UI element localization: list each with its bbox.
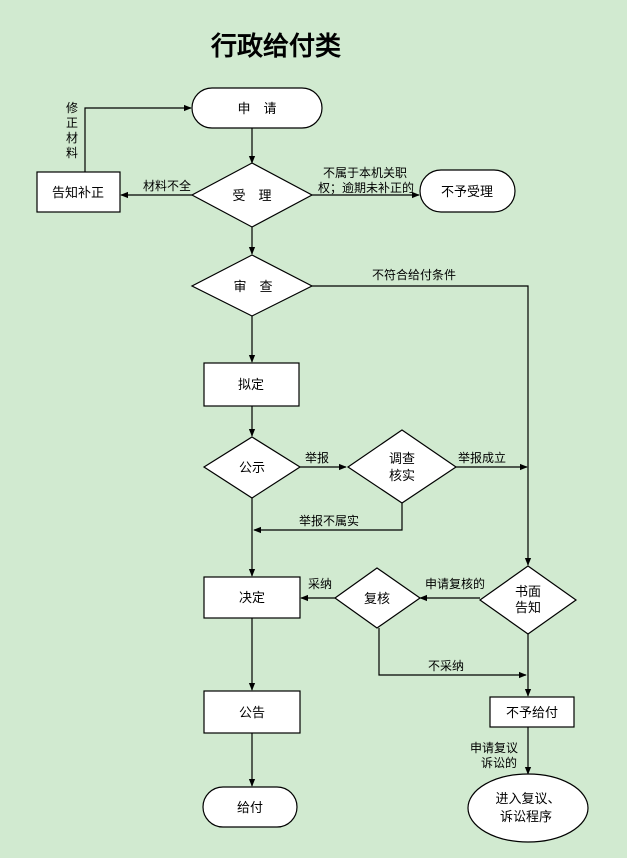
edge-label-not-qualified: 不符合给付条件 (372, 267, 456, 282)
node-review (190, 254, 314, 317)
node-written-notice-label-1: 书面 (515, 585, 541, 600)
edge-label-incomplete: 材料不全 (143, 178, 191, 193)
node-reject-accept (419, 169, 516, 213)
node-no-payment-label: 不予给付 (506, 706, 558, 721)
node-draft (203, 362, 300, 407)
edge-investigate-invalid (253, 503, 403, 534)
edge-label-report-valid: 举报成立 (458, 450, 506, 465)
node-investigate (346, 429, 458, 504)
node-announce-label: 公告 (239, 706, 265, 721)
node-investigate-label-2: 核实 (389, 469, 415, 484)
node-reject-accept-label: 不予受理 (441, 185, 493, 200)
node-appeal-label-1: 进入复议、 (495, 792, 560, 807)
edge-label-adopt: 采纳 (308, 577, 332, 591)
node-accept (190, 162, 314, 228)
edge-label-not-jurisdiction-1: 不属于本机关职 (323, 166, 407, 180)
edge-label-apply-recheck: 申请复核的 (425, 576, 485, 591)
edge-recheck-not-adopt (378, 628, 527, 679)
edge-label-revise-4: 料 (66, 146, 78, 160)
node-apply (191, 87, 323, 129)
edge-label-revise-1: 修 (66, 100, 78, 115)
node-written-notice-label-2: 告知 (515, 600, 541, 616)
node-accept-label: 受 理 (232, 189, 271, 204)
node-pay-label: 给付 (237, 801, 263, 816)
node-written-notice (478, 565, 578, 635)
node-draft-label: 拟定 (238, 378, 264, 393)
node-publicize (202, 436, 302, 499)
node-publicize-label: 公示 (239, 461, 265, 476)
edge-label-report-invalid: 举报不属实 (299, 513, 359, 528)
node-apply-label: 申 请 (237, 102, 276, 117)
node-review-label: 审 查 (233, 280, 272, 295)
node-investigate-label-1: 调查 (389, 452, 415, 467)
edge-label-apply-appeal-2: 诉讼的 (481, 755, 517, 770)
edge-revise-to-apply (84, 104, 192, 172)
node-decide-label: 决定 (239, 591, 265, 606)
node-decide (203, 576, 301, 619)
node-no-payment (489, 696, 575, 728)
node-notify-correct (36, 171, 121, 213)
node-recheck-label: 复核 (364, 592, 390, 607)
page-title: 行政给付类 (210, 31, 341, 62)
edge-label-report: 举报 (305, 450, 329, 465)
node-recheck (333, 567, 422, 629)
edge-label-revise-3: 材 (66, 131, 78, 145)
node-pay (202, 786, 298, 828)
node-appeal-label-2: 诉讼程序 (500, 810, 552, 825)
edge-label-revise-2: 正 (66, 116, 78, 130)
edge-label-not-jurisdiction-2: 权；逾期未补正的 (318, 180, 414, 195)
edge-label-not-adopt: 不采纳 (428, 659, 464, 673)
node-notify-correct-label: 告知补正 (52, 185, 104, 201)
node-appeal (467, 773, 589, 843)
edge-label-apply-appeal-1: 申请复议 (470, 741, 518, 755)
edge-review-to-notice (312, 285, 532, 566)
node-announce (203, 690, 301, 734)
